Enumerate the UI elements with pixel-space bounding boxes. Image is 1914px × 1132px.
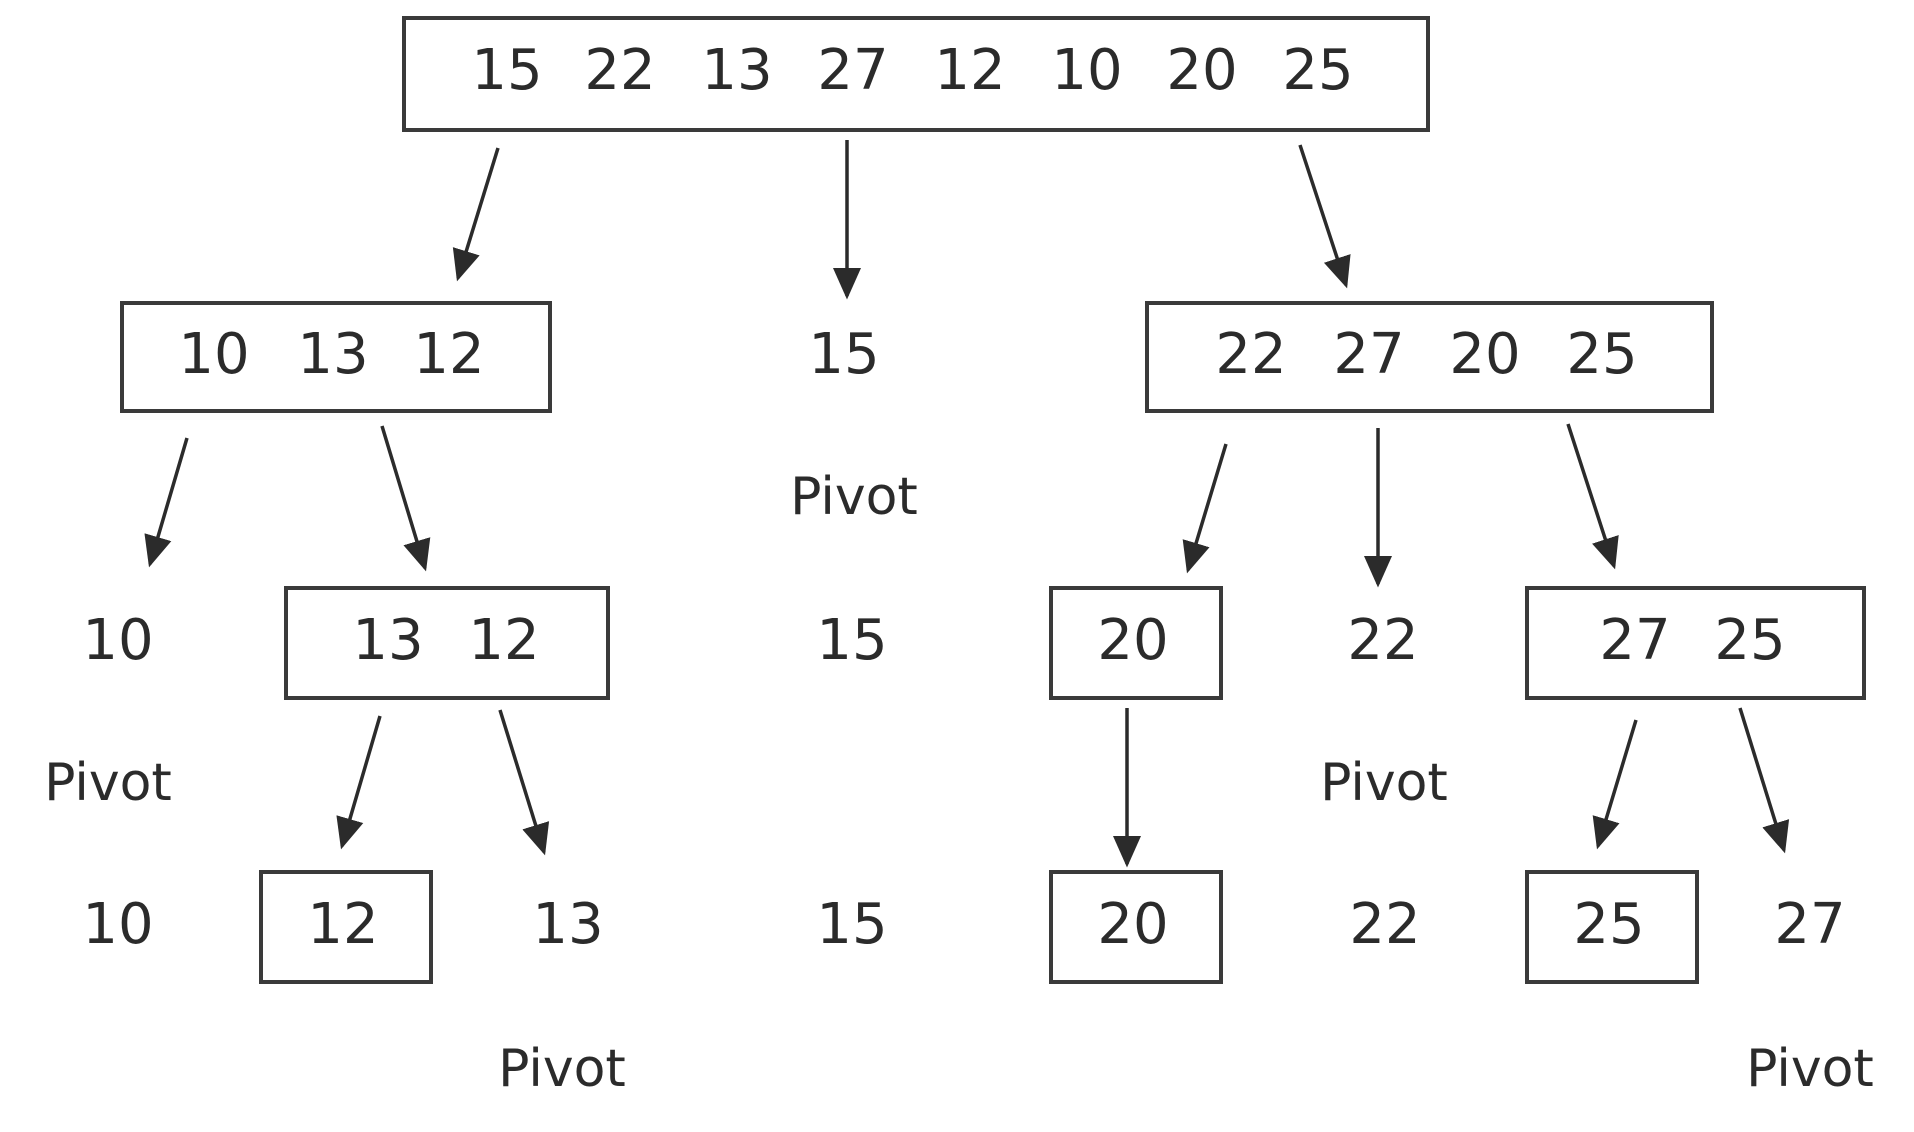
arrow-to-12 — [336, 715, 382, 850]
partition-value: 12 — [468, 608, 539, 673]
left-partition-value: 13 — [297, 322, 368, 387]
partition-value: 13 — [352, 608, 423, 673]
box-12 — [259, 870, 433, 984]
pivot-label: Pivot — [790, 467, 918, 527]
pivot-label: Pivot — [44, 753, 172, 813]
partition-value: 25 — [1714, 608, 1785, 673]
box-25 — [1525, 870, 1699, 984]
box-value: 12 — [307, 892, 378, 957]
arrow-right-to-20 — [1182, 443, 1228, 574]
root-value: 20 — [1166, 38, 1237, 103]
arrow-root-to-left — [452, 147, 500, 282]
right-partition-value: 25 — [1566, 322, 1637, 387]
partition-20-box — [1049, 586, 1223, 700]
value-15: 15 — [816, 608, 887, 673]
right-partition-value: 20 — [1449, 322, 1520, 387]
right-partition-box — [1145, 301, 1714, 413]
value-13: 13 — [532, 892, 603, 957]
box-value: 20 — [1097, 892, 1168, 957]
arrow-left-to-10 — [144, 437, 189, 568]
value-22: 22 — [1349, 892, 1420, 957]
root-value: 27 — [817, 38, 888, 103]
pivot-label: Pivot — [498, 1039, 626, 1099]
root-value: 13 — [701, 38, 772, 103]
root-value: 12 — [934, 38, 1005, 103]
arrow-to-13 — [498, 709, 550, 856]
value-10: 10 — [82, 892, 153, 957]
right-partition-value: 22 — [1215, 322, 1286, 387]
left-partition-box — [120, 301, 552, 413]
root-value: 25 — [1282, 38, 1353, 103]
arrow-to-25 — [1592, 719, 1638, 850]
pivot-value: 15 — [808, 322, 879, 387]
root-value: 15 — [471, 38, 542, 103]
partition-value: 27 — [1599, 608, 1670, 673]
value-27: 27 — [1774, 892, 1845, 957]
pivot-label: Pivot — [1320, 753, 1448, 813]
root-value: 22 — [584, 38, 655, 103]
right-partition-value: 27 — [1333, 322, 1404, 387]
value-10: 10 — [82, 608, 153, 673]
partition-value: 20 — [1097, 608, 1168, 673]
value-15: 15 — [816, 892, 887, 957]
arrow-left-to-13-12 — [380, 425, 431, 572]
pivot-label: Pivot — [1746, 1039, 1874, 1099]
value-22: 22 — [1347, 608, 1418, 673]
partition-13-12-box — [284, 586, 610, 700]
box-20 — [1049, 870, 1223, 984]
left-partition-value: 10 — [178, 322, 249, 387]
root-array-box — [402, 16, 1430, 132]
box-value: 25 — [1573, 892, 1644, 957]
arrow-root-to-right — [1298, 144, 1351, 289]
root-value: 10 — [1051, 38, 1122, 103]
left-partition-value: 12 — [413, 322, 484, 387]
partition-27-25-box — [1525, 586, 1866, 700]
arrow-right-to-27-25 — [1566, 423, 1619, 570]
arrow-to-27 — [1738, 707, 1790, 854]
